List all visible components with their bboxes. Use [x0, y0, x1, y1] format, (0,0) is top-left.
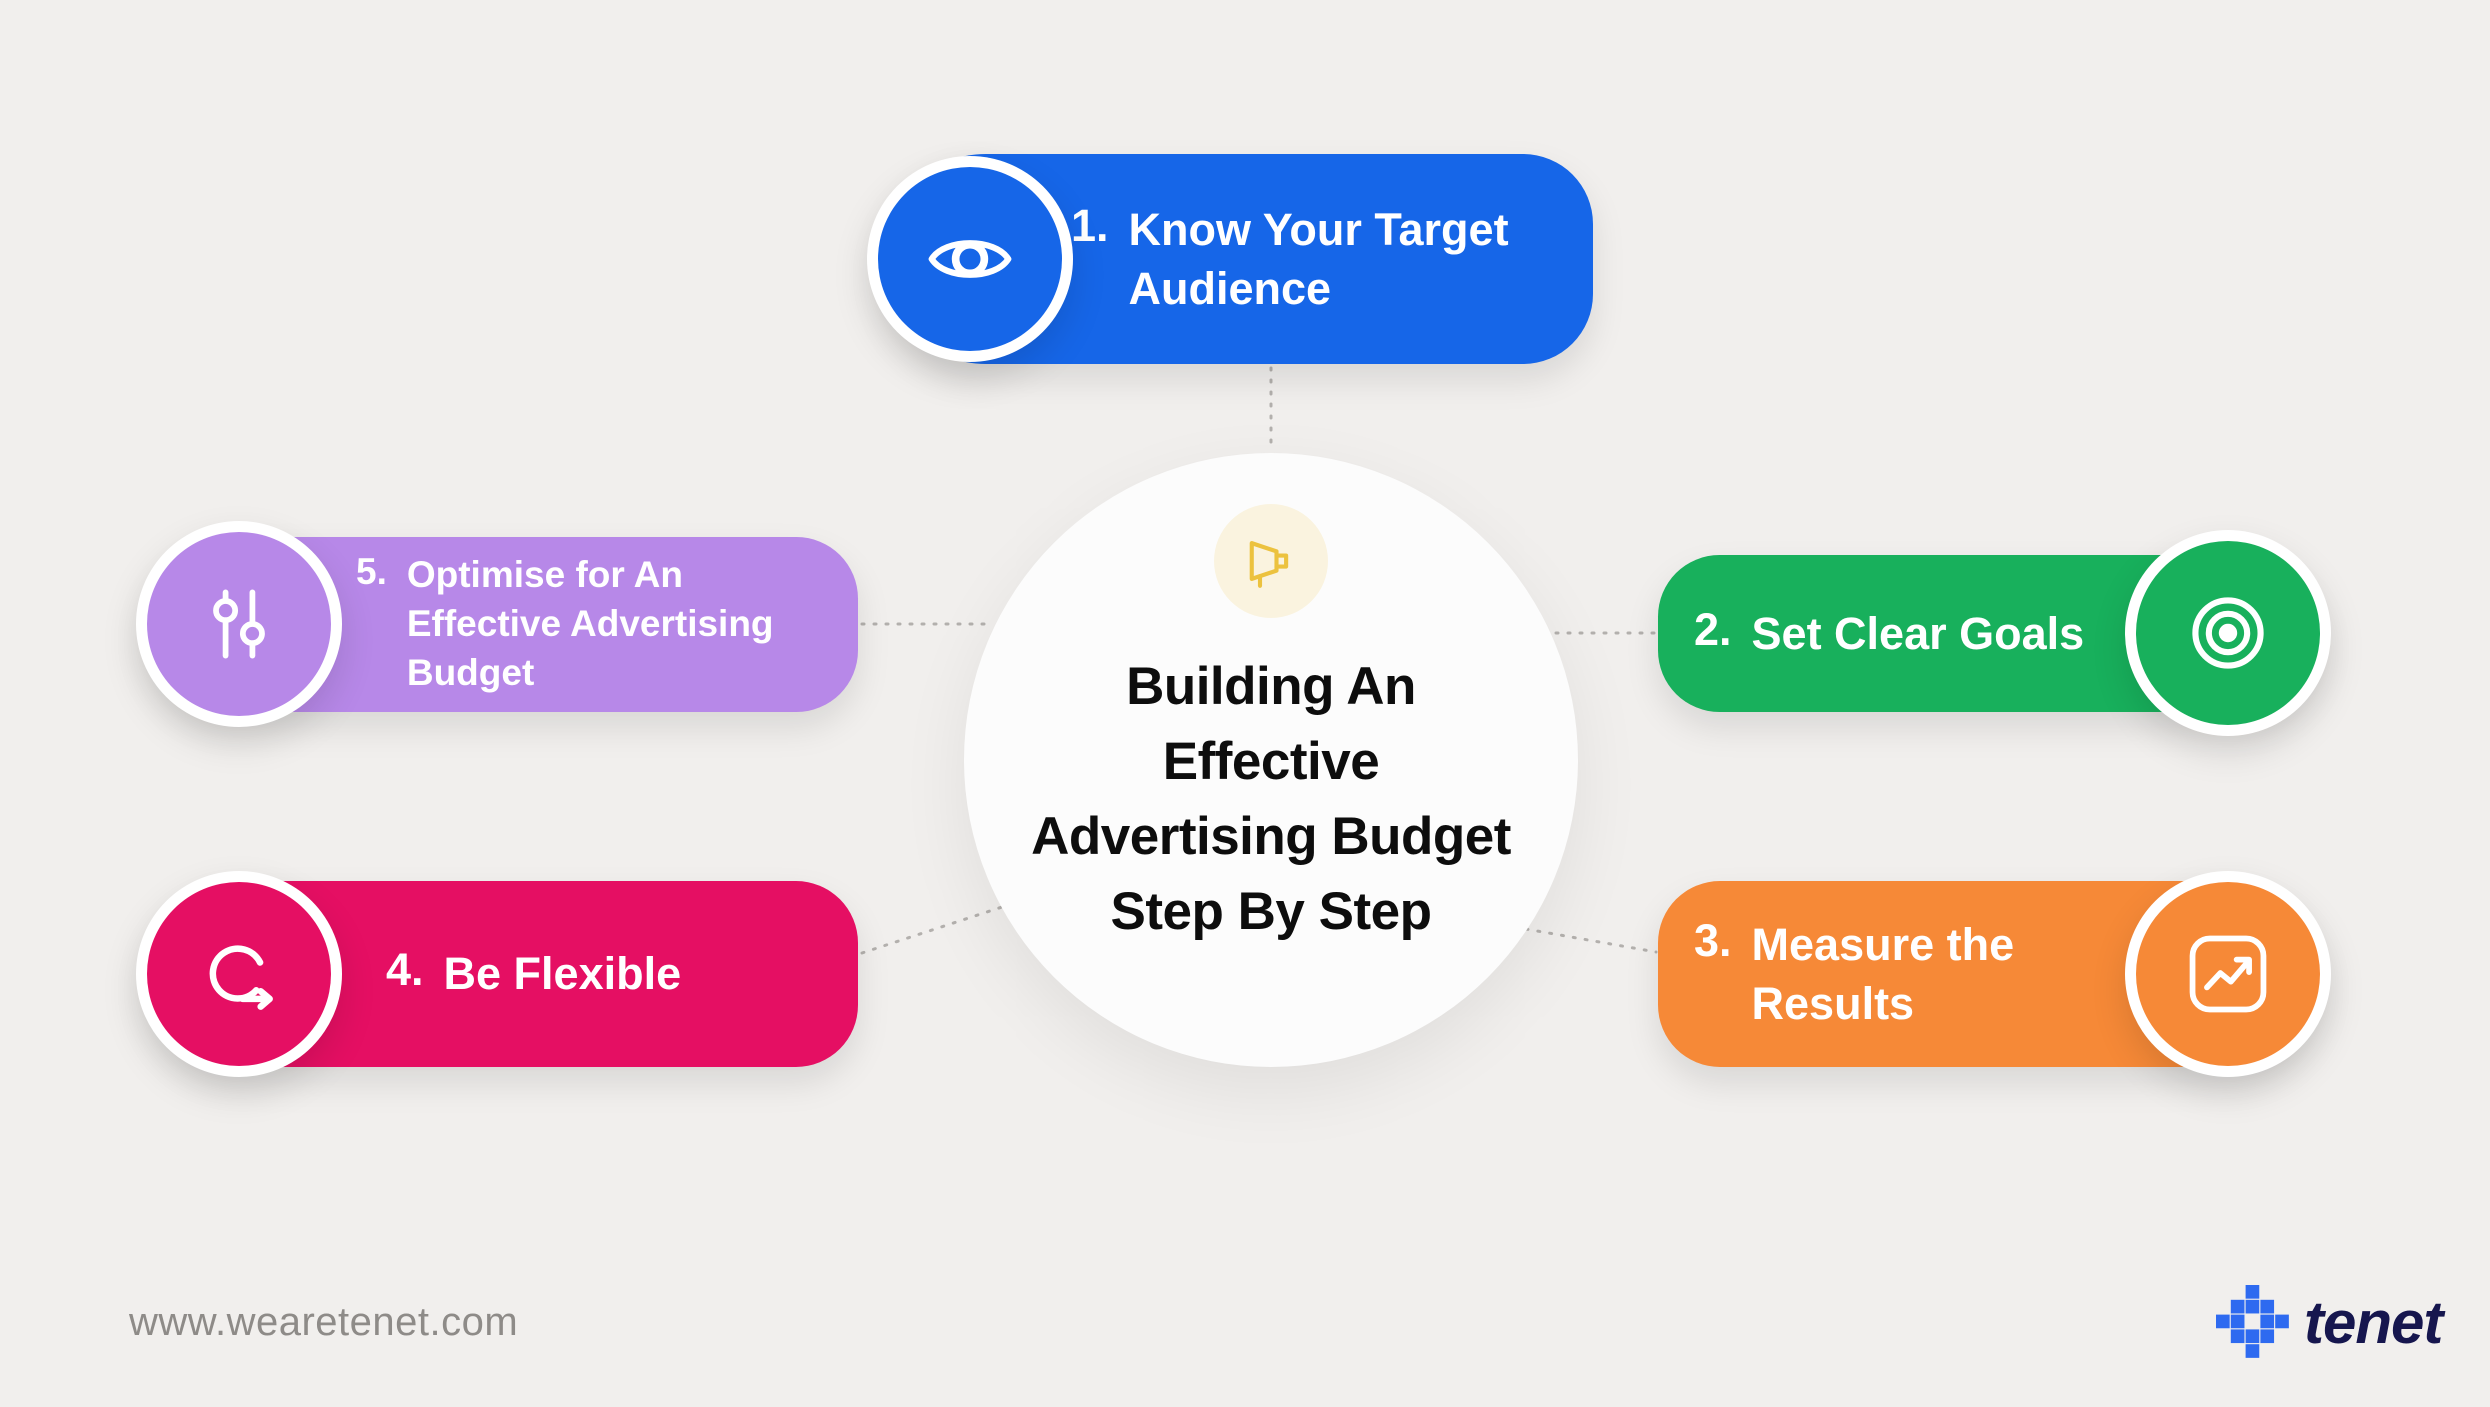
step-number: 2. — [1694, 603, 1732, 655]
loop-arrow-icon — [209, 945, 273, 1010]
megaphone-badge — [1214, 504, 1328, 618]
step-label: Set Clear Goals — [1751, 607, 2085, 659]
step-number: 5. — [356, 551, 387, 593]
step-number: 4. — [386, 944, 424, 996]
tenet-flower-icon — [2216, 1285, 2289, 1358]
step-label: Know Your Target Audience — [1128, 203, 1509, 314]
step-number: 3. — [1694, 914, 1732, 966]
step-icon-medallion-1 — [867, 156, 1073, 362]
step-icon-medallion-5 — [136, 521, 342, 727]
step-number: 1. — [1071, 199, 1109, 251]
center-title: Building An Effective Advertising Budget… — [964, 649, 1578, 949]
step-label: Optimise for An Effective Advertising Bu… — [406, 554, 774, 693]
step-icon-medallion-4 — [136, 871, 342, 1077]
eye-icon — [928, 240, 1012, 278]
center-title-line: Step By Step — [1110, 882, 1432, 941]
center-title-line: Building An — [1126, 657, 1416, 716]
line-chart-icon — [2189, 935, 2267, 1013]
megaphone-icon — [1249, 541, 1289, 588]
center-title-line: Effective — [1162, 732, 1380, 791]
sliders-icon — [213, 589, 265, 659]
center-title-line: Advertising Budget — [1031, 807, 1511, 866]
step-icon-medallion-3 — [2125, 871, 2331, 1077]
center-hub-circle: Building An Effective Advertising Budget… — [964, 453, 1578, 1067]
step-label: Be Flexible — [443, 948, 682, 1000]
step-icon-medallion-2 — [2125, 530, 2331, 736]
step-label: Measure the Results — [1751, 918, 2015, 1029]
brand-logo: tenet — [2216, 1285, 2443, 1359]
website-url: www.wearetenet.com — [129, 1300, 519, 1344]
target-icon — [2192, 597, 2264, 669]
brand-wordmark: tenet — [2304, 1288, 2443, 1356]
